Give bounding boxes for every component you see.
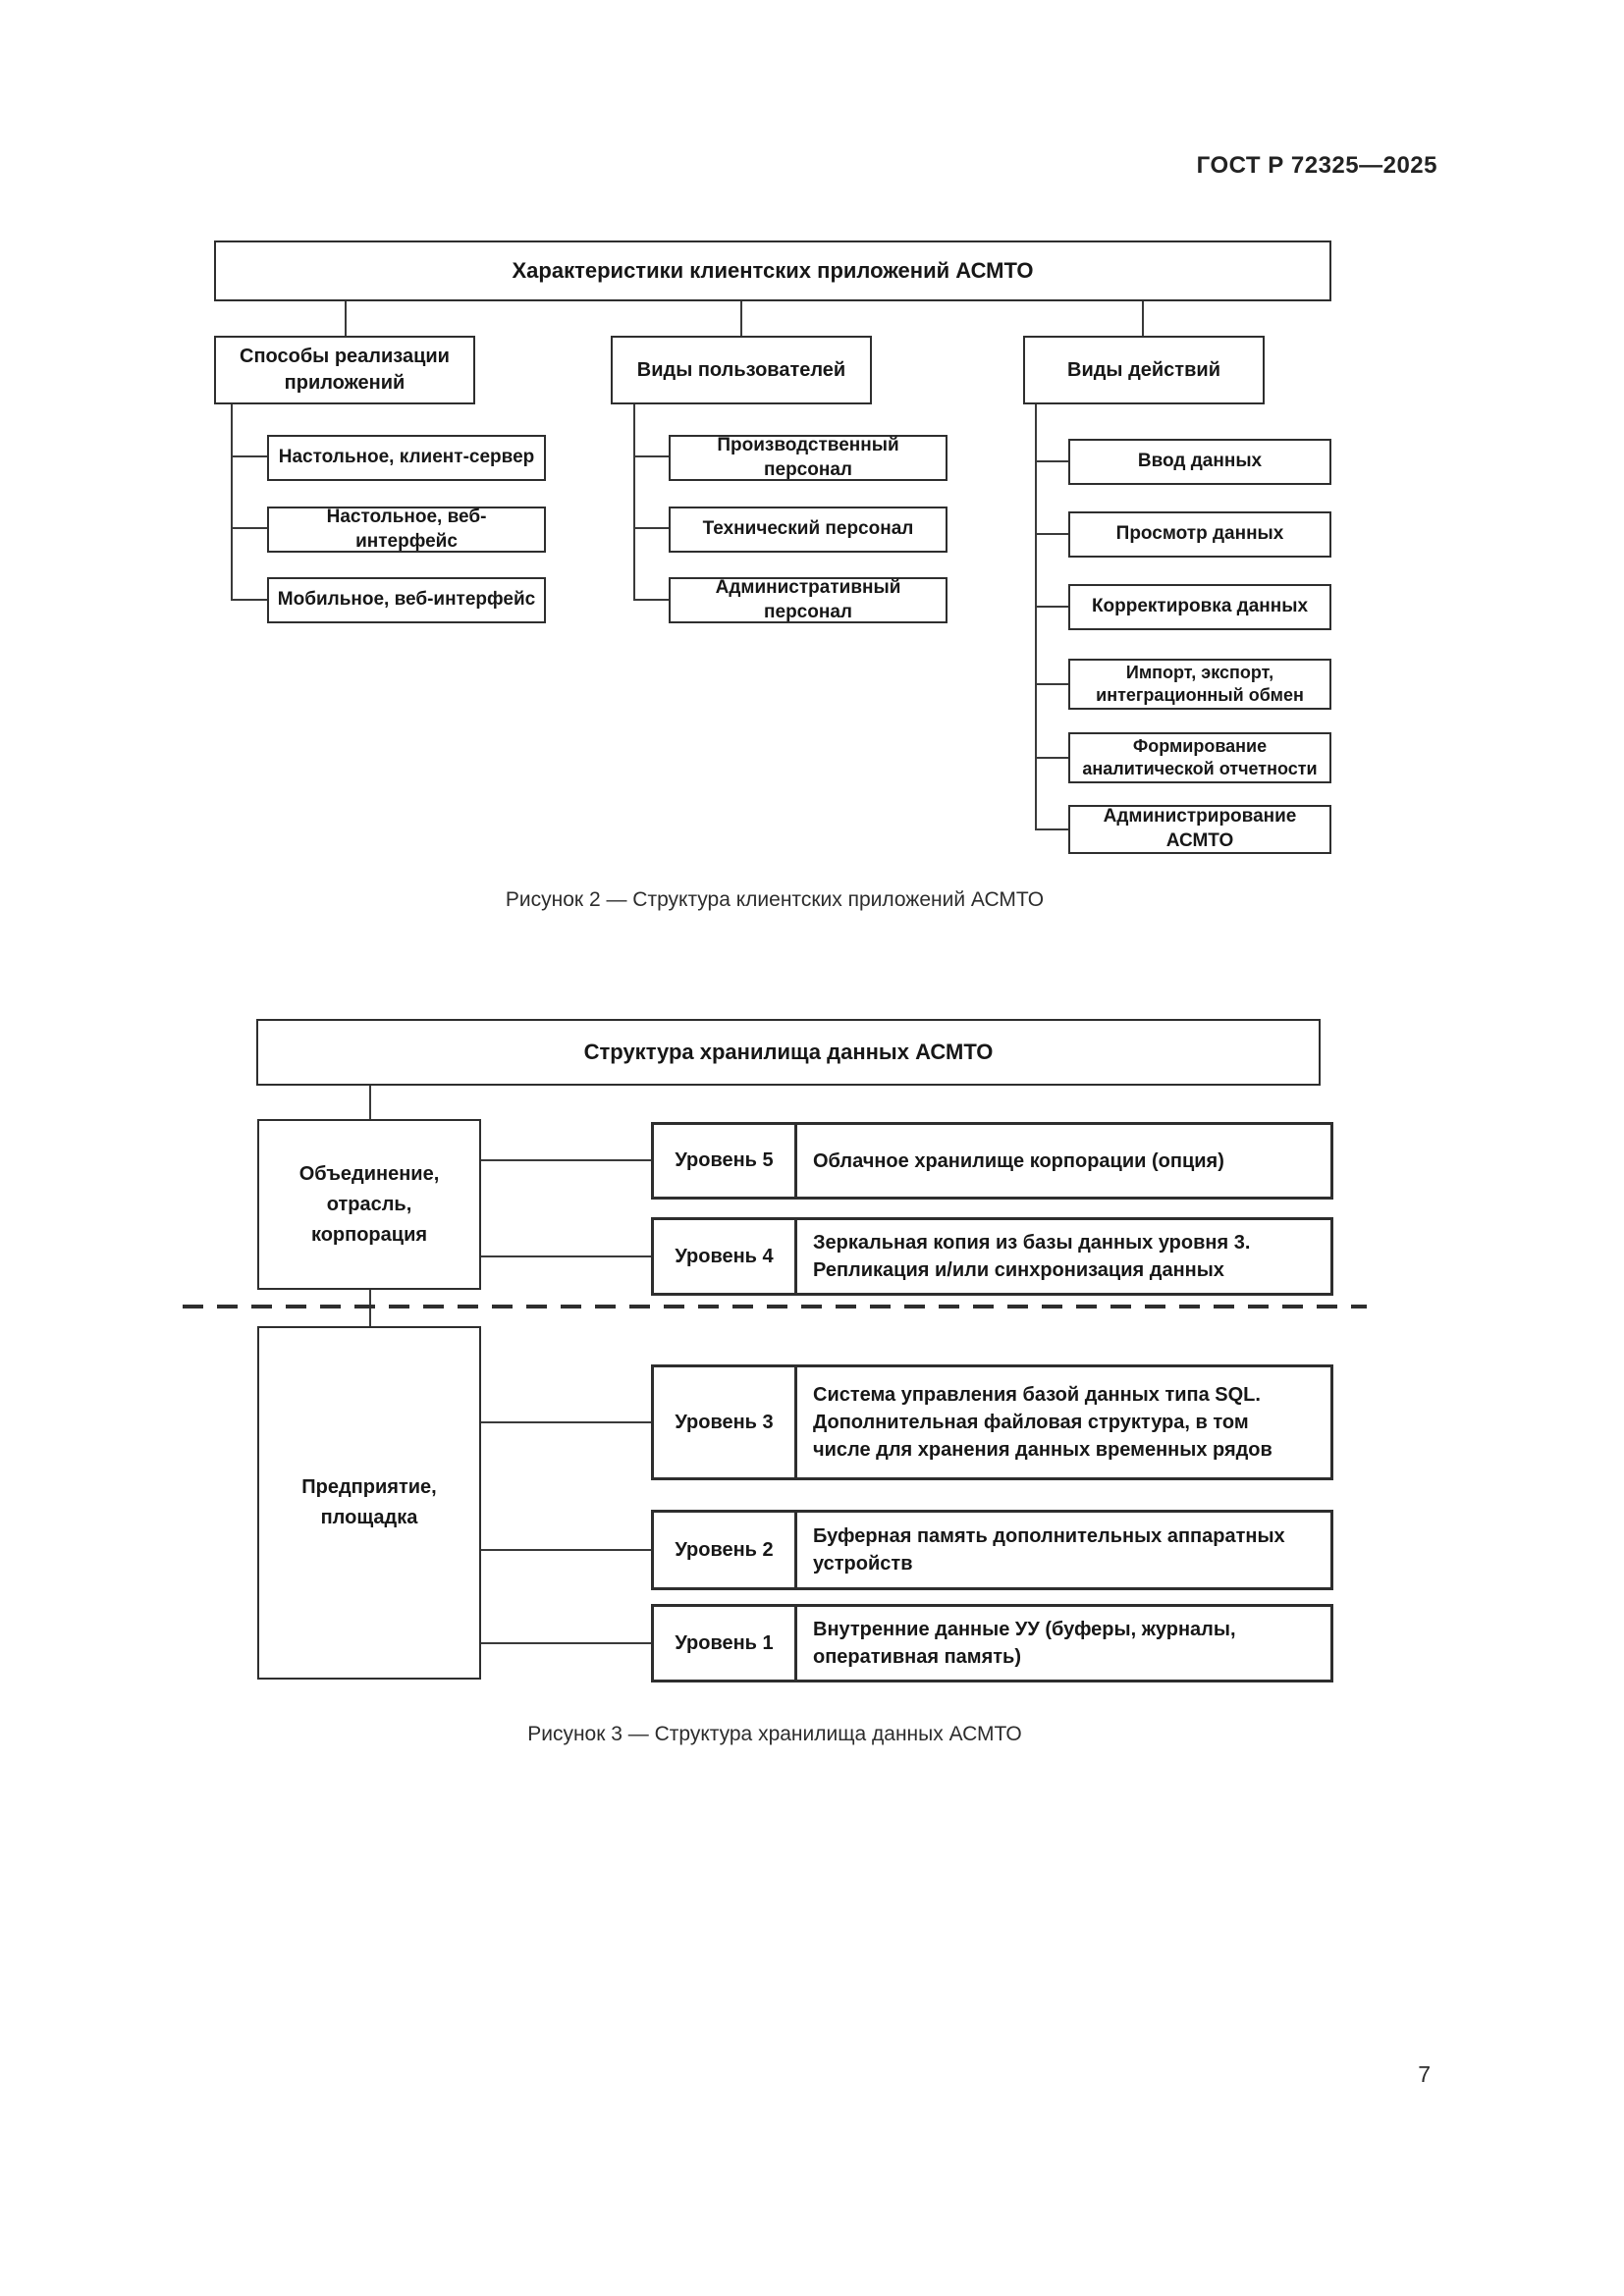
connector-line — [481, 1642, 651, 1644]
connector-line — [481, 1255, 651, 1257]
standard-number-header: ГОСТ Р 72325—2025 — [1196, 152, 1437, 179]
connector-line — [1035, 404, 1037, 830]
fig2-col1-item0: Производственный персонал — [669, 435, 947, 481]
connector-line — [1035, 606, 1068, 608]
connector-line — [633, 455, 669, 457]
fig3-caption: Рисунок 3 — Структура хранилища данных А… — [527, 1723, 1022, 1745]
fig3-level5-description: Облачное хранилище корпорации (опция) — [813, 1149, 1224, 1172]
connector-line — [231, 599, 267, 601]
fig2-category-actions: Виды действий — [1023, 336, 1265, 404]
dashed-boundary-line — [183, 1305, 1367, 1308]
connector-line — [369, 1086, 371, 1119]
connector-line — [1035, 533, 1068, 535]
connector-line — [633, 599, 669, 601]
fig3-title-box: Структура хранилища данных АСМТО — [256, 1019, 1321, 1086]
fig3-scope-corporation: Объединение, отрасль, корпорация — [257, 1119, 481, 1290]
connector-line — [1035, 683, 1068, 685]
fig2-category-users: Виды пользователей — [611, 336, 872, 404]
fig2-caption: Рисунок 2 — Структура клиентских приложе… — [505, 888, 1045, 911]
fig3-level4-row: Уровень 4 Зеркальная копия из базы данны… — [651, 1217, 1333, 1296]
fig2-col0-item2: Мобильное, веб-интерфейс — [267, 577, 546, 623]
fig2-col1-item2: Административный персонал — [669, 577, 947, 623]
fig2-category-implementation: Способы реализации приложений — [214, 336, 475, 404]
connector-line — [1035, 460, 1068, 462]
connector-line — [231, 527, 267, 529]
fig3-level2-label: Уровень 2 — [654, 1513, 797, 1587]
connector-line — [740, 301, 742, 338]
fig2-col0-item1: Настольное, веб-интерфейс — [267, 507, 546, 553]
fig3-level5-row: Уровень 5 Облачное хранилище корпорации … — [651, 1122, 1333, 1200]
fig3-level4-label: Уровень 4 — [654, 1220, 797, 1293]
fig3-level1-description: Внутренние данные УУ (буферы, журналы, о… — [813, 1619, 1236, 1668]
fig3-level1-row: Уровень 1 Внутренние данные УУ (буферы, … — [651, 1604, 1333, 1682]
fig3-level3-description: Система управления базой данных типа SQL… — [813, 1384, 1272, 1461]
connector-line — [481, 1421, 651, 1423]
fig2-col2-item0: Ввод данных — [1068, 439, 1331, 485]
fig3-level3-label: Уровень 3 — [654, 1367, 797, 1477]
fig2-col2-item5: Администрирование АСМТО — [1068, 805, 1331, 854]
fig3-level5-label: Уровень 5 — [654, 1125, 797, 1197]
connector-line — [1035, 828, 1068, 830]
fig2-col2-item3: Импорт, экспорт, интеграционный обмен — [1068, 659, 1331, 710]
fig2-col0-item0: Настольное, клиент-сервер — [267, 435, 546, 481]
fig3-level2-description: Буферная память дополнительных аппаратны… — [813, 1525, 1285, 1575]
connector-line — [231, 404, 233, 601]
fig2-col1-item1: Технический персонал — [669, 507, 947, 553]
fig2-col2-item4: Формирование аналитической отчетности — [1068, 732, 1331, 783]
fig2-col2-item2: Корректировка данных — [1068, 584, 1331, 630]
fig3-scope-enterprise: Предприятие, площадка — [257, 1326, 481, 1680]
fig3-level1-label: Уровень 1 — [654, 1607, 797, 1680]
connector-line — [231, 455, 267, 457]
connector-line — [345, 301, 347, 338]
fig3-level3-row: Уровень 3 Система управления базой данны… — [651, 1364, 1333, 1480]
fig3-level4-description: Зеркальная копия из базы данных уровня 3… — [813, 1232, 1251, 1281]
page-number: 7 — [1418, 2061, 1431, 2087]
fig3-level2-row: Уровень 2 Буферная память дополнительных… — [651, 1510, 1333, 1590]
connector-line — [1035, 757, 1068, 759]
connector-line — [481, 1159, 651, 1161]
connector-line — [1142, 301, 1144, 338]
fig2-title-box: Характеристики клиентских приложений АСМ… — [214, 240, 1331, 301]
connector-line — [481, 1549, 651, 1551]
fig2-col2-item1: Просмотр данных — [1068, 511, 1331, 558]
connector-line — [633, 527, 669, 529]
connector-line — [633, 404, 635, 601]
